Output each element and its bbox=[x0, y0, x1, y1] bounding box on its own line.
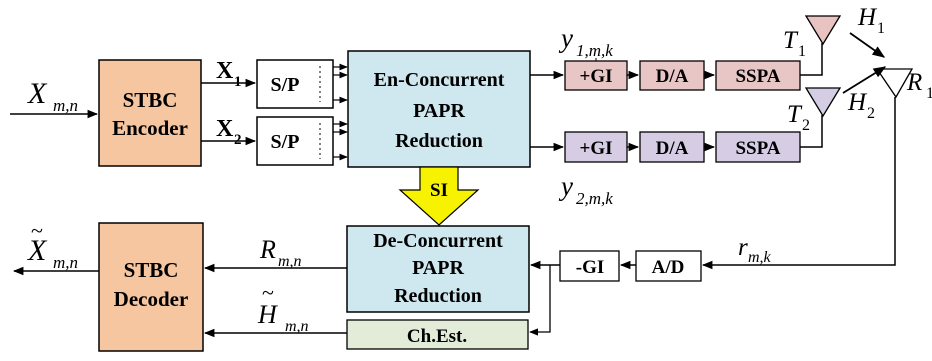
svg-text:2: 2 bbox=[234, 132, 242, 148]
si-arrow: SI bbox=[398, 166, 480, 226]
channel-h1-arrow bbox=[849, 32, 886, 58]
x2-label: X 2 bbox=[216, 116, 242, 148]
svg-text:R: R bbox=[259, 235, 276, 264]
gi2-block: +GI bbox=[564, 131, 628, 163]
h1-label: H 1 bbox=[857, 4, 885, 37]
channel-h2-arrow bbox=[842, 66, 887, 94]
svg-text:1: 1 bbox=[877, 20, 885, 37]
svg-text:2: 2 bbox=[802, 117, 810, 134]
svg-text:Reduction: Reduction bbox=[394, 285, 482, 307]
svg-text:H: H bbox=[857, 4, 878, 31]
svg-text:1: 1 bbox=[234, 74, 242, 90]
tx-antenna-2-icon bbox=[804, 87, 842, 118]
svg-text:R: R bbox=[906, 69, 922, 96]
svg-text:SSPA: SSPA bbox=[735, 138, 780, 159]
svg-text:X: X bbox=[216, 58, 234, 84]
svg-text:SSPA: SSPA bbox=[735, 66, 780, 87]
sspa2-block: SSPA bbox=[715, 131, 801, 163]
stbc-decoder-block: STBC Decoder bbox=[98, 222, 204, 352]
svg-text:S/P: S/P bbox=[271, 74, 300, 96]
svg-text:D/A: D/A bbox=[656, 66, 689, 87]
r1-label: R 1 bbox=[906, 69, 932, 102]
svg-text:Ch.Est.: Ch.Est. bbox=[407, 326, 467, 347]
svg-text:-GI: -GI bbox=[576, 257, 605, 278]
gi-to-chest-arrow bbox=[529, 265, 551, 336]
stbc-encoder-label-1: STBC bbox=[123, 88, 178, 112]
sspa1-block: SSPA bbox=[715, 60, 801, 91]
gi1-block: +GI bbox=[564, 60, 628, 91]
ad-block: A/D bbox=[635, 250, 702, 282]
svg-text:y: y bbox=[558, 171, 573, 201]
svg-text:2: 2 bbox=[867, 105, 875, 122]
r-mk-label: r m,k bbox=[738, 234, 772, 266]
svg-text:m,n: m,n bbox=[53, 96, 78, 115]
svg-text:r: r bbox=[738, 234, 748, 261]
h-tilde-label: ~ H m,n bbox=[257, 280, 309, 335]
svg-text:Reduction: Reduction bbox=[395, 130, 483, 152]
y2-label: y 2,m,k bbox=[558, 171, 613, 208]
svg-text:STBC: STBC bbox=[124, 258, 179, 282]
svg-text:y: y bbox=[558, 23, 573, 53]
svg-text:1: 1 bbox=[798, 43, 806, 60]
stbc-encoder-block: STBC Encoder bbox=[98, 59, 202, 167]
y1-label: y 1,m,k bbox=[558, 23, 613, 66]
svg-text:+GI: +GI bbox=[580, 66, 613, 87]
stbc-encoder-label-2: Encoder bbox=[112, 116, 188, 140]
svg-text:m,n: m,n bbox=[285, 318, 309, 335]
sspa1-to-antenna-line bbox=[800, 43, 823, 76]
en-concurrent-papr-block: En-Concurrent PAPR Reduction bbox=[347, 50, 531, 168]
sp-block-2: S/P bbox=[256, 116, 334, 166]
svg-text:T: T bbox=[783, 27, 799, 54]
svg-text:H: H bbox=[257, 300, 278, 329]
input-signal-label: X m,n bbox=[27, 77, 78, 115]
svg-text:m,k: m,k bbox=[748, 249, 772, 266]
svg-text:PAPR: PAPR bbox=[413, 100, 465, 122]
da2-block: D/A bbox=[639, 131, 705, 163]
svg-text:1: 1 bbox=[926, 85, 932, 102]
x1-label: X 1 bbox=[216, 58, 242, 90]
channel-estimation-block: Ch.Est. bbox=[346, 319, 529, 350]
svg-text:X: X bbox=[27, 234, 48, 267]
de-concurrent-papr-block: De-Concurrent PAPR Reduction bbox=[346, 225, 530, 313]
parallel-arrows bbox=[333, 63, 348, 161]
t2-label: T 2 bbox=[787, 101, 810, 134]
output-signal-label: ~ X m,n bbox=[27, 218, 78, 272]
svg-text:De-Concurrent: De-Concurrent bbox=[373, 230, 503, 252]
tx-antenna-1-icon bbox=[804, 15, 842, 46]
r-mn-label: R m,n bbox=[259, 235, 302, 270]
t1-label: T 1 bbox=[783, 27, 806, 60]
svg-text:X: X bbox=[216, 116, 234, 142]
svg-text:Decoder: Decoder bbox=[114, 287, 189, 311]
minus-gi-block: -GI bbox=[559, 250, 620, 282]
svg-text:~: ~ bbox=[31, 218, 43, 243]
svg-text:+GI: +GI bbox=[580, 138, 613, 159]
svg-text:T: T bbox=[787, 101, 803, 128]
h2-label: H 2 bbox=[847, 89, 875, 122]
svg-text:A/D: A/D bbox=[652, 257, 685, 278]
svg-text:~: ~ bbox=[262, 280, 274, 305]
svg-text:SI: SI bbox=[430, 180, 448, 201]
svg-text:S/P: S/P bbox=[271, 131, 300, 153]
svg-text:D/A: D/A bbox=[656, 138, 689, 159]
svg-text:1,m,k: 1,m,k bbox=[576, 41, 613, 60]
svg-text:2,m,k: 2,m,k bbox=[576, 189, 613, 208]
sspa2-to-antenna-line bbox=[800, 115, 823, 148]
svg-text:En-Concurrent: En-Concurrent bbox=[374, 69, 505, 91]
rx-feed-line bbox=[701, 97, 896, 270]
da1-block: D/A bbox=[639, 60, 705, 91]
svg-text:X: X bbox=[27, 77, 48, 110]
svg-text:H: H bbox=[847, 89, 868, 116]
svg-text:m,n: m,n bbox=[278, 253, 302, 270]
sp-block-1: S/P bbox=[256, 59, 334, 109]
svg-text:m,n: m,n bbox=[53, 253, 78, 272]
svg-text:PAPR: PAPR bbox=[412, 257, 464, 279]
